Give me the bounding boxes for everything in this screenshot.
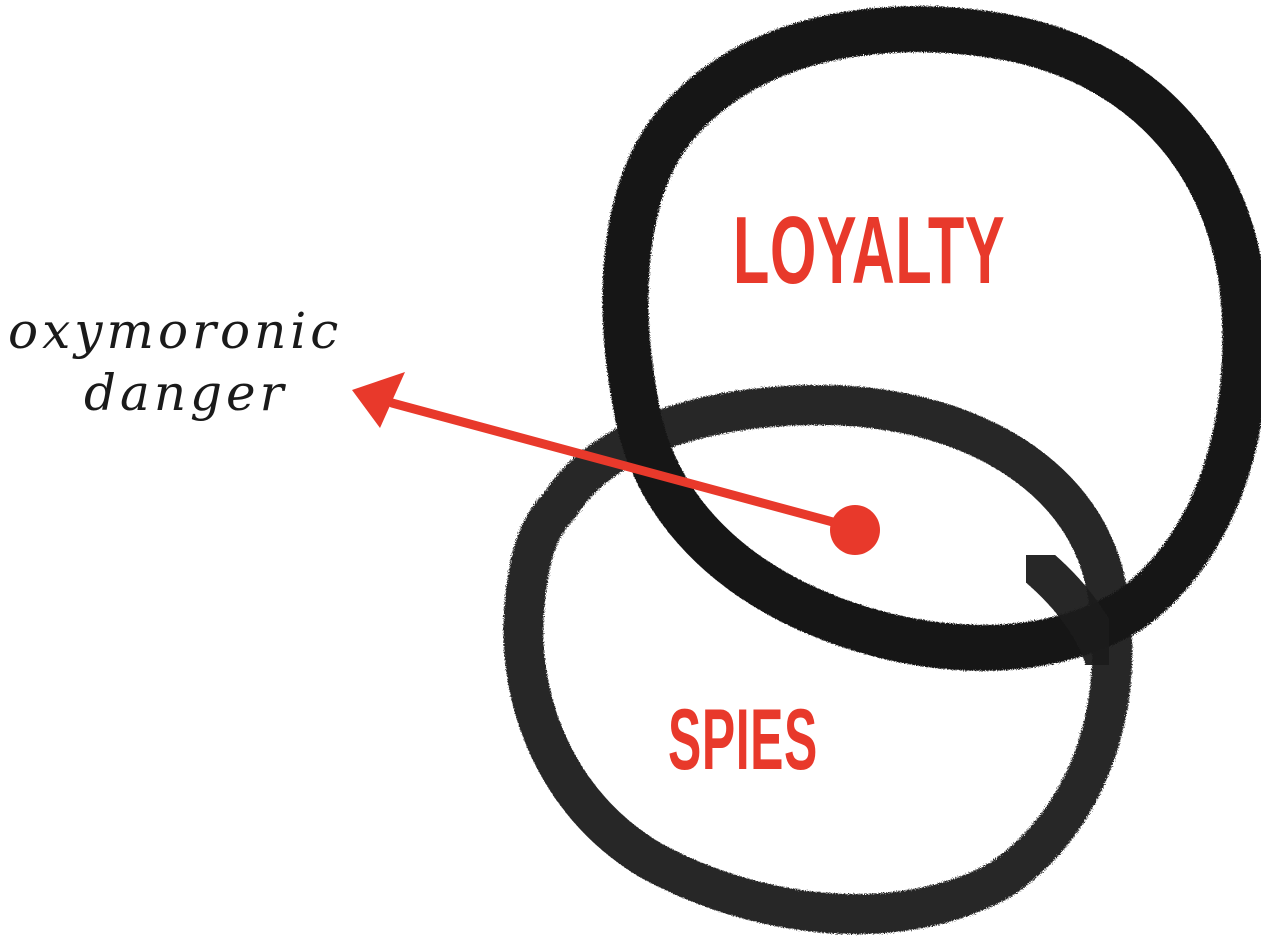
arrow-head-icon	[352, 372, 405, 428]
spies-circle	[503, 385, 1133, 935]
annotation-line-2: danger	[84, 364, 288, 422]
set-label-loyalty: LOYALTY	[733, 197, 1006, 304]
loyalty-circle	[602, 6, 1261, 671]
arrow-line	[387, 398, 860, 533]
spies-circle-overlap	[1010, 540, 1125, 680]
set-label-spies: SPIES	[668, 692, 818, 788]
intersection-dot	[830, 505, 880, 555]
annotation-line-1: oxymoronic	[8, 302, 343, 360]
annotation-text: oxymoronic danger	[8, 300, 368, 424]
